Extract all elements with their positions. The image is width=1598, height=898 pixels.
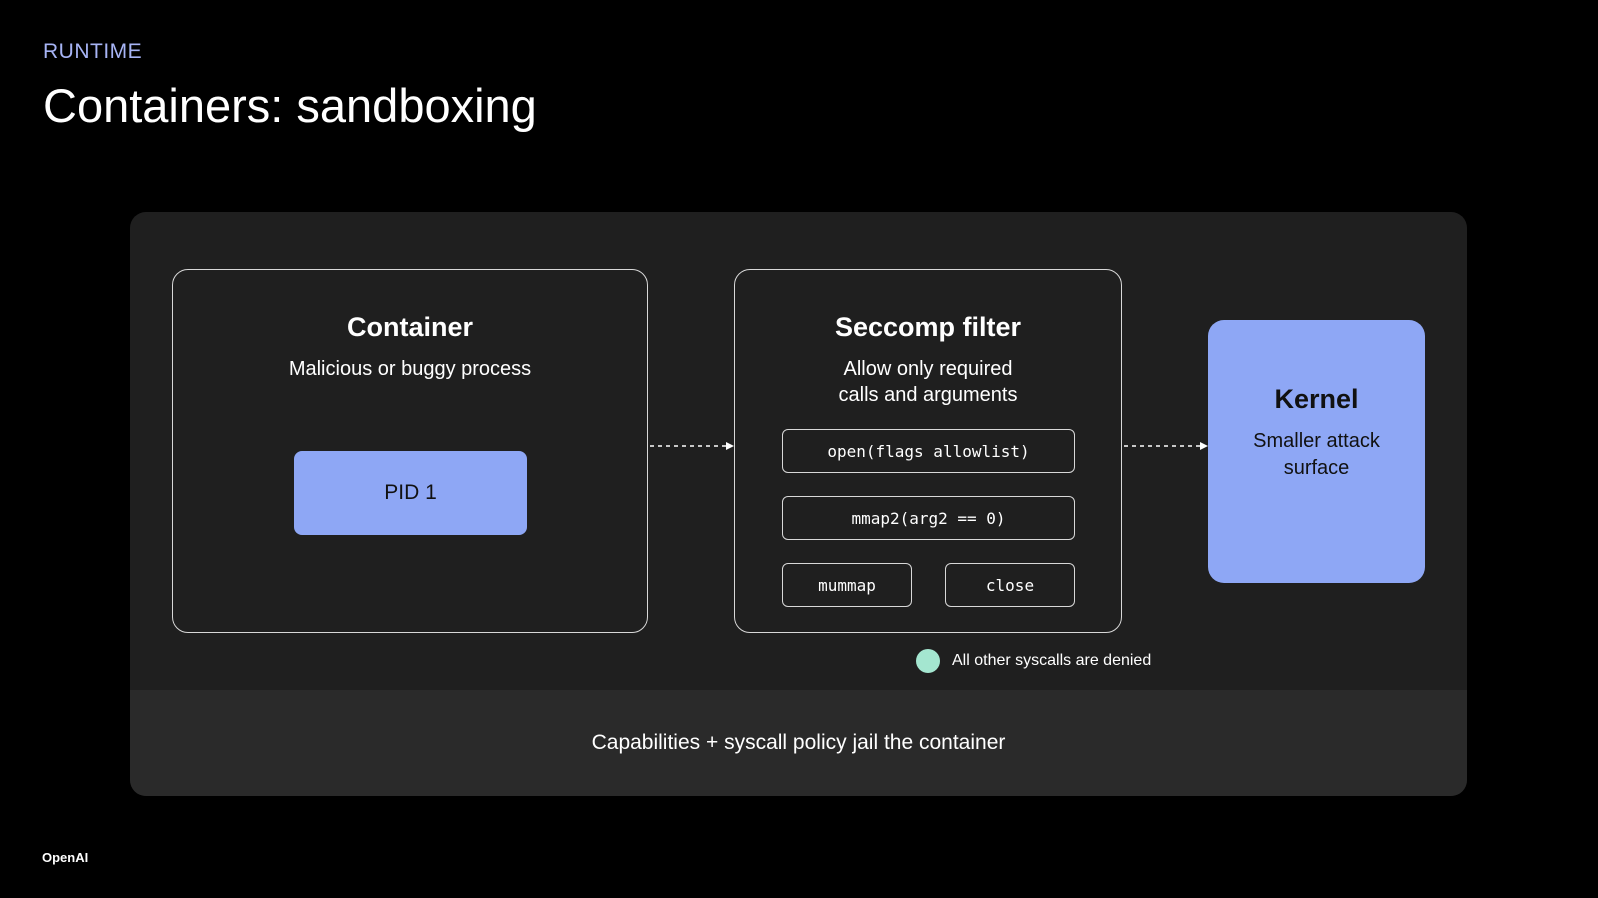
section-eyebrow: RUNTIME [43, 40, 143, 63]
kernel-subtitle-line1: Smaller attack [1253, 430, 1380, 452]
note-text: All other syscalls are denied [952, 652, 1152, 669]
seccomp-subtitle-line1: Allow only required [843, 358, 1013, 380]
brand-logo-text: OpenAI [42, 850, 89, 865]
slide-title: Containers: sandboxing [43, 79, 537, 132]
kernel-box: Kernel Smaller attack surface [1208, 320, 1425, 583]
container-subtitle: Malicious or buggy process [288, 358, 532, 380]
container-title: Container [346, 312, 473, 342]
seccomp-subtitle-line2: calls and arguments [838, 384, 1018, 406]
denied-syscalls-note: All other syscalls are denied [916, 649, 1151, 673]
syscall-rule-mmap2: mmap2(arg2 == 0) [782, 496, 1075, 540]
kernel-subtitle-line2: surface [1283, 457, 1350, 479]
arrow-seccomp-to-kernel [1124, 442, 1208, 450]
footer-caption: Capabilities + syscall policy jail the c… [591, 731, 1006, 754]
note-dot-icon [916, 649, 940, 673]
arrow-container-to-seccomp [650, 442, 734, 450]
seccomp-title: Seccomp filter [834, 312, 1022, 342]
container-box: Container Malicious or buggy process PID… [172, 269, 648, 633]
pid-1-process: PID 1 [294, 451, 527, 535]
kernel-title: Kernel [1274, 384, 1359, 414]
syscall-rule-mummap: mummap [782, 563, 912, 607]
seccomp-filter-box: Seccomp filter Allow only required calls… [734, 269, 1122, 633]
footer-band: Capabilities + syscall policy jail the c… [130, 690, 1467, 796]
syscall-rule-close: close [945, 563, 1075, 607]
pid-1-label: PID 1 [384, 481, 437, 504]
syscall-rule-open: open(flags allowlist) [782, 429, 1075, 473]
diagram-panel: Container Malicious or buggy process PID… [130, 212, 1467, 796]
